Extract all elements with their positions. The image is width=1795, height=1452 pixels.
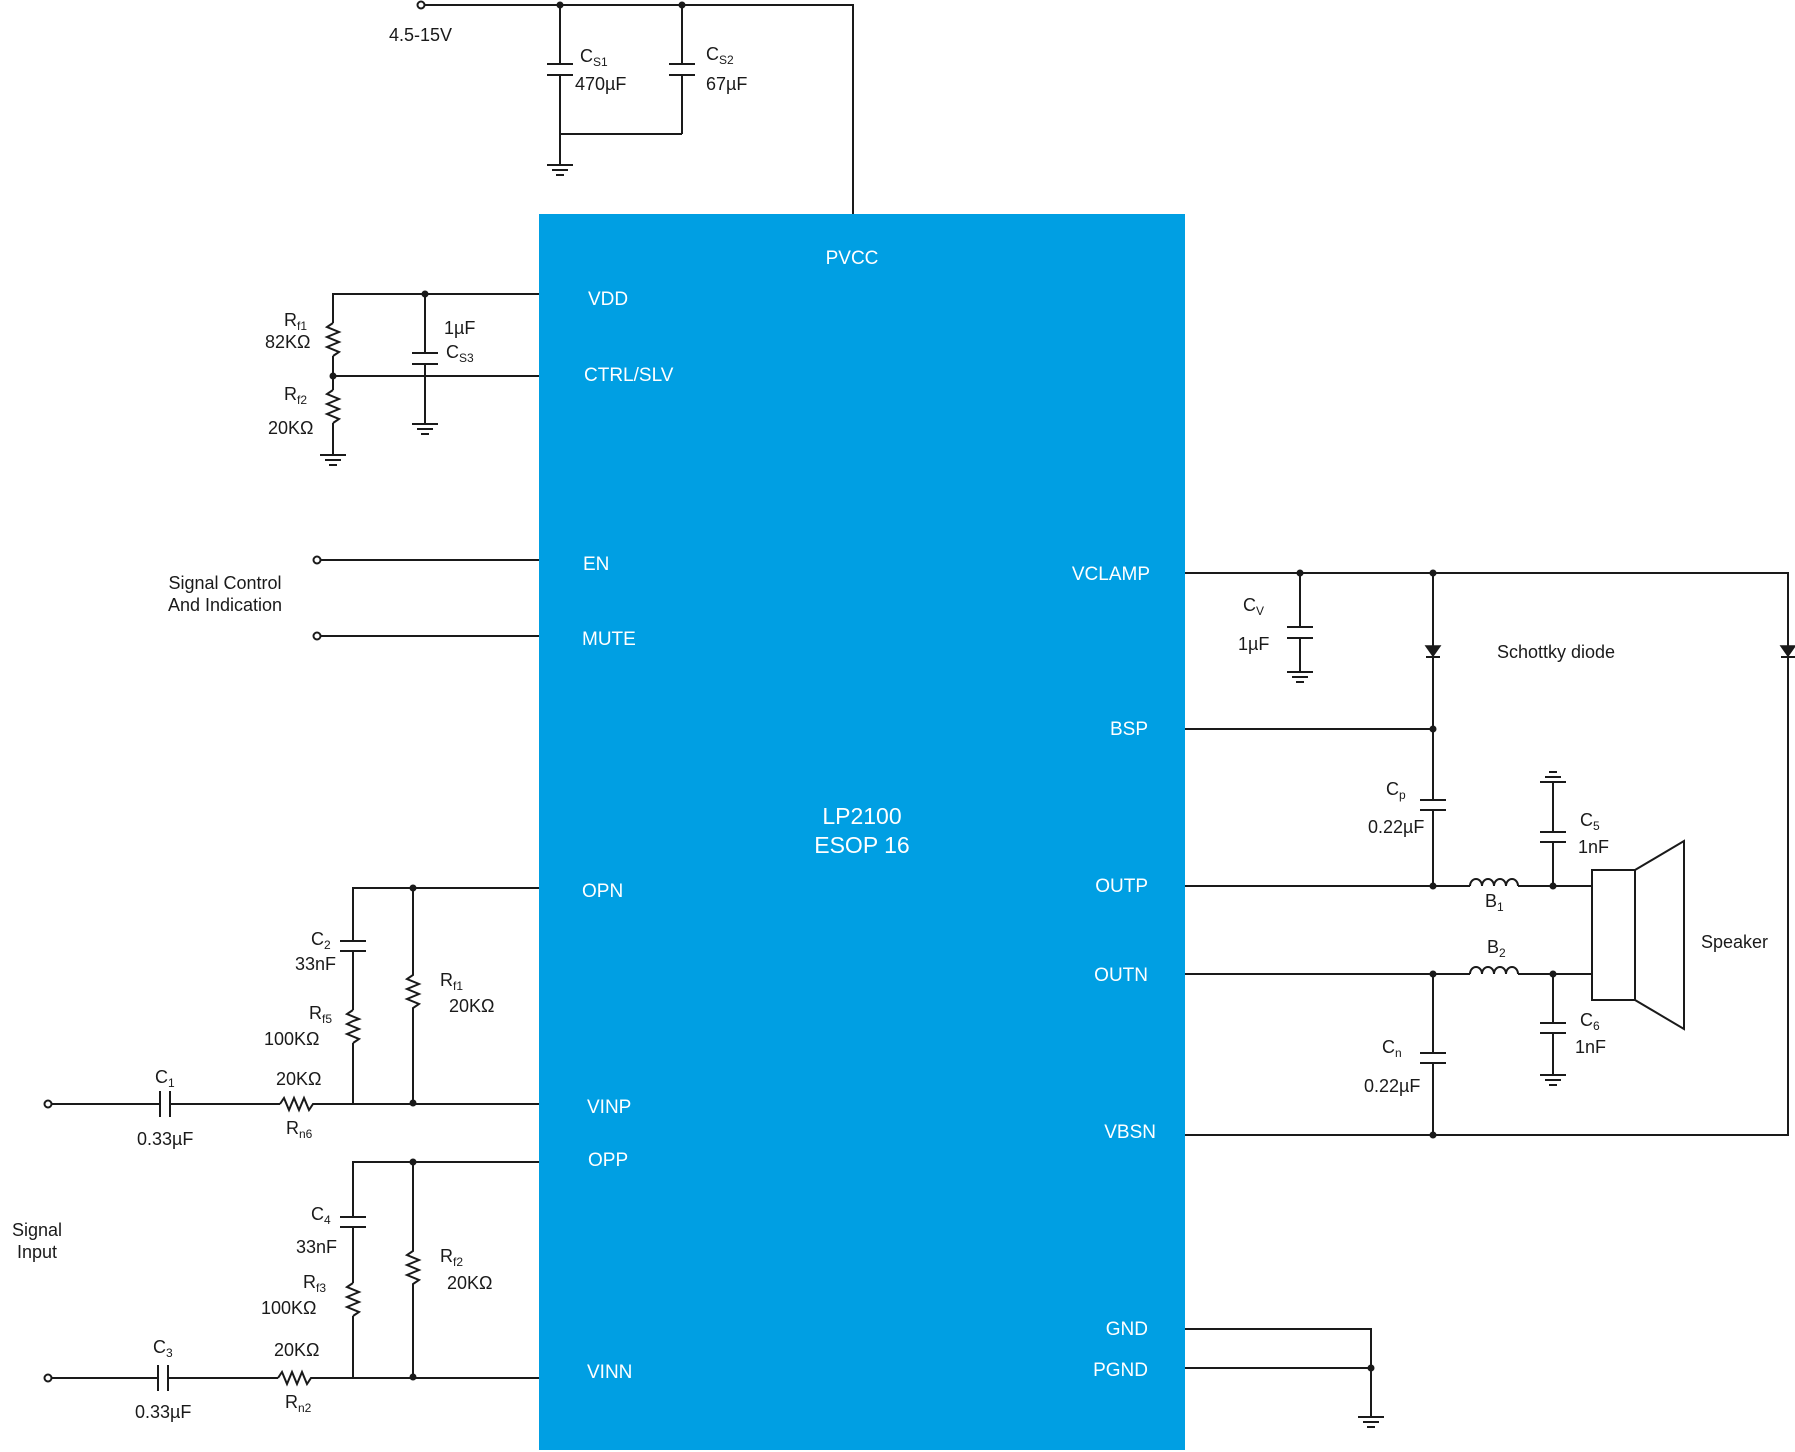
pin-gnd: GND bbox=[1106, 1319, 1148, 1340]
supply-section: 4.5-15V CS1 470µF CS2 67µF bbox=[389, 0, 854, 214]
signal-indication-label: And Indication bbox=[168, 595, 282, 615]
svg-text:82KΩ: 82KΩ bbox=[265, 332, 310, 352]
svg-text:20KΩ: 20KΩ bbox=[276, 1069, 321, 1089]
svg-text:Rf1: Rf1 bbox=[284, 310, 307, 333]
signal-input-label-2: Input bbox=[17, 1242, 57, 1262]
signal-input-label-1: Signal bbox=[12, 1220, 62, 1240]
svg-text:470µF: 470µF bbox=[575, 74, 626, 94]
svg-text:C4: C4 bbox=[311, 1204, 331, 1227]
supply-label: 4.5-15V bbox=[389, 25, 452, 45]
svg-text:Rf3: Rf3 bbox=[303, 1272, 326, 1295]
signal-input-n-terminal[interactable] bbox=[43, 1373, 53, 1383]
svg-text:1µF: 1µF bbox=[444, 318, 475, 338]
en-terminal[interactable] bbox=[312, 555, 322, 565]
svg-text:C2: C2 bbox=[311, 929, 331, 952]
svg-text:1nF: 1nF bbox=[1578, 837, 1609, 857]
pin-opp: OPP bbox=[588, 1150, 628, 1171]
pin-bsp: BSP bbox=[1110, 719, 1148, 740]
inductor-b2 bbox=[1469, 966, 1519, 975]
svg-text:CS3: CS3 bbox=[446, 342, 474, 365]
svg-text:0.22µF: 0.22µF bbox=[1364, 1076, 1420, 1096]
svg-text:Rf2: Rf2 bbox=[284, 384, 307, 407]
pin-pgnd: PGND bbox=[1093, 1360, 1148, 1381]
svg-text:0.22µF: 0.22µF bbox=[1368, 817, 1424, 837]
speaker-cone bbox=[1634, 839, 1685, 1031]
pin-vinn: VINN bbox=[587, 1362, 632, 1383]
svg-text:Rf2: Rf2 bbox=[440, 1246, 463, 1269]
ground-section bbox=[1185, 1328, 1384, 1428]
pin-pvcc: PVCC bbox=[826, 248, 879, 269]
svg-text:67µF: 67µF bbox=[706, 74, 747, 94]
svg-text:Cn: Cn bbox=[1382, 1037, 1402, 1060]
control-inputs: Signal Control And Indication bbox=[168, 555, 539, 641]
svg-text:C5: C5 bbox=[1580, 810, 1600, 833]
svg-text:33nF: 33nF bbox=[296, 1237, 337, 1257]
pin-en: EN bbox=[583, 554, 609, 575]
svg-text:20KΩ: 20KΩ bbox=[274, 1340, 319, 1360]
input-stage-p: C2 33nF Rf5 100KΩ Rf1 20KΩ C1 0.33µF 20K… bbox=[43, 884, 539, 1149]
svg-text:B2: B2 bbox=[1487, 937, 1506, 960]
inductor-b1 bbox=[1469, 878, 1519, 887]
pin-outn: OUTN bbox=[1094, 965, 1148, 986]
pin-outp: OUTP bbox=[1095, 876, 1148, 897]
chip-name: LP2100 bbox=[822, 803, 901, 829]
svg-text:20KΩ: 20KΩ bbox=[268, 418, 313, 438]
svg-text:CV: CV bbox=[1243, 595, 1264, 618]
signal-input-p-terminal[interactable] bbox=[43, 1099, 53, 1109]
pin-vclamp: VCLAMP bbox=[1072, 564, 1150, 585]
pin-vinp: VINP bbox=[587, 1097, 631, 1118]
schottky-diode-left bbox=[1424, 645, 1442, 658]
input-stage-n: C4 33nF Rf3 100KΩ Rf2 20KΩ C3 0.33µF 20K… bbox=[12, 1158, 539, 1422]
svg-text:CS1: CS1 bbox=[580, 46, 608, 69]
output-section: Schottky diode Speaker CV 1µF Cp bbox=[1185, 569, 1795, 1139]
svg-text:1nF: 1nF bbox=[1575, 1037, 1606, 1057]
svg-text:1µF: 1µF bbox=[1238, 634, 1269, 654]
pin-vdd: VDD bbox=[588, 289, 628, 310]
svg-text:C1: C1 bbox=[155, 1067, 175, 1090]
svg-text:100KΩ: 100KΩ bbox=[261, 1298, 317, 1318]
pin-vbsn: VBSN bbox=[1104, 1122, 1156, 1143]
signal-control-label: Signal Control bbox=[168, 573, 281, 593]
pin-mute: MUTE bbox=[582, 629, 636, 650]
supply-terminal[interactable] bbox=[416, 0, 426, 10]
svg-text:Rn2: Rn2 bbox=[285, 1392, 312, 1415]
svg-text:33nF: 33nF bbox=[295, 954, 336, 974]
pin-ctrl-slv: CTRL/SLV bbox=[584, 365, 674, 386]
vdd-ctrl-network: Rf1 82KΩ Rf2 20KΩ 1µF CS3 bbox=[265, 290, 539, 466]
svg-text:0.33µF: 0.33µF bbox=[135, 1402, 191, 1422]
svg-text:Rf1: Rf1 bbox=[440, 970, 463, 993]
svg-text:20KΩ: 20KΩ bbox=[447, 1273, 492, 1293]
speaker-label: Speaker bbox=[1701, 932, 1768, 952]
svg-text:20KΩ: 20KΩ bbox=[449, 996, 494, 1016]
chip-body bbox=[539, 214, 1185, 1450]
svg-text:100KΩ: 100KΩ bbox=[264, 1029, 320, 1049]
svg-text:C3: C3 bbox=[153, 1337, 173, 1360]
chip-package: ESOP 16 bbox=[814, 832, 909, 858]
svg-text:0.33µF: 0.33µF bbox=[137, 1129, 193, 1149]
pin-opn: OPN bbox=[582, 881, 623, 902]
svg-text:Rf5: Rf5 bbox=[309, 1003, 332, 1026]
svg-text:C6: C6 bbox=[1580, 1010, 1600, 1033]
svg-text:Rn6: Rn6 bbox=[286, 1118, 313, 1141]
svg-text:Cp: Cp bbox=[1386, 779, 1406, 802]
svg-text:CS2: CS2 bbox=[706, 44, 734, 67]
schottky-diode-right bbox=[1779, 645, 1795, 658]
mute-terminal[interactable] bbox=[312, 631, 322, 641]
svg-text:B1: B1 bbox=[1485, 891, 1504, 914]
schottky-label: Schottky diode bbox=[1497, 642, 1615, 662]
speaker-magnet bbox=[1591, 869, 1636, 1001]
